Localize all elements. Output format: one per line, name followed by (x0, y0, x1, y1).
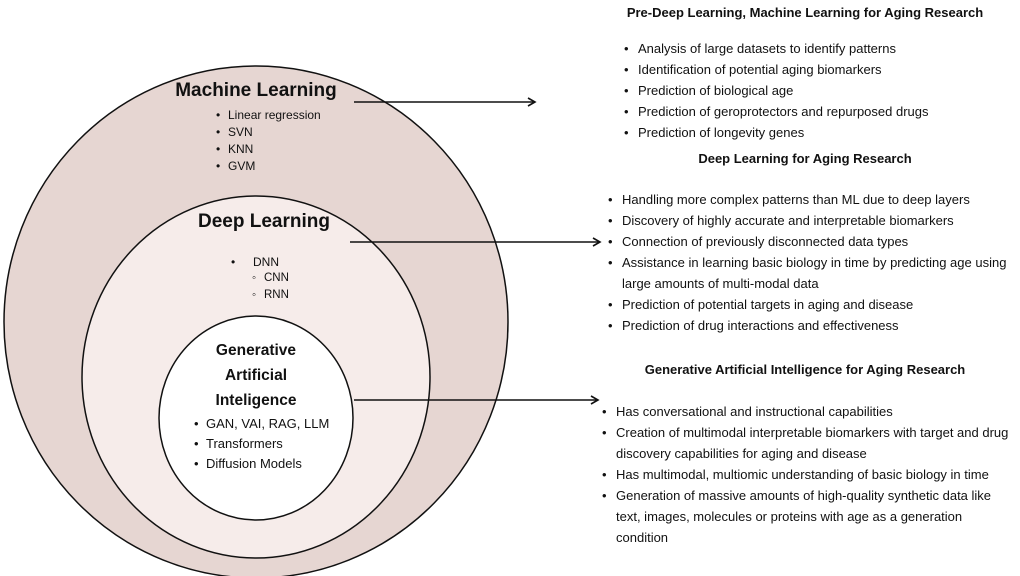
genai-title-line: Generative (215, 342, 297, 359)
section-item: Discovery of highly accurate and interpr… (608, 210, 1013, 231)
genai-item: Transformers (194, 434, 329, 454)
genai-item: Diffusion Models (194, 454, 329, 474)
ml-title: Machine Learning (175, 80, 337, 101)
section-item: Prediction of geroprotectors and repurpo… (624, 101, 929, 122)
ml-item: Linear regression (216, 107, 321, 124)
section-item: Handling more complex patterns than ML d… (608, 189, 1013, 210)
section-item: Has conversational and instructional cap… (602, 401, 1014, 422)
ml-item: KNN (216, 141, 321, 158)
dl-subitem: RNN (252, 287, 289, 304)
ml-item: SVN (216, 124, 321, 141)
ml-item: GVM (216, 158, 321, 175)
section-item: Generation of massive amounts of high-qu… (602, 485, 1014, 548)
section-item: Connection of previously disconnected da… (608, 231, 1013, 252)
dl-subitem: CNN (252, 270, 289, 287)
dl-item-label: DNN (253, 255, 279, 269)
ml-list: Linear regression SVN KNN GVM (216, 107, 321, 175)
section-title-ml: Pre-Deep Learning, Machine Learning for … (626, 5, 984, 20)
dl-list: DNN (231, 254, 279, 271)
section-item: Prediction of drug interactions and effe… (608, 315, 1013, 336)
section-item: Assistance in learning basic biology in … (608, 252, 1013, 294)
genai-title: Generative Artificial Inteligence (176, 338, 336, 413)
section-item: Identification of potential aging biomar… (624, 59, 929, 80)
section-title-dl: Deep Learning for Aging Research (698, 151, 912, 166)
dl-sublist: CNN RNN (252, 270, 289, 304)
section-item: Prediction of longevity genes (624, 122, 929, 143)
dl-item: DNN (231, 254, 279, 271)
section-item: Creation of multimodal interpretable bio… (602, 422, 1014, 464)
dl-title: Deep Learning (198, 211, 330, 232)
section-list-genai: Has conversational and instructional cap… (602, 401, 1014, 548)
section-item: Has multimodal, multiomic understanding … (602, 464, 1014, 485)
genai-list: GAN, VAI, RAG, LLM Transformers Diffusio… (194, 414, 329, 474)
section-list-dl: Handling more complex patterns than ML d… (608, 189, 1013, 336)
section-item: Prediction of biological age (624, 80, 929, 101)
genai-title-line: Inteligence (215, 392, 297, 409)
section-list-ml: Analysis of large datasets to identify p… (624, 38, 929, 143)
section-item: Analysis of large datasets to identify p… (624, 38, 929, 59)
section-item: Prediction of potential targets in aging… (608, 294, 1013, 315)
genai-item: GAN, VAI, RAG, LLM (194, 414, 329, 434)
genai-title-line: Artificial (224, 367, 287, 384)
section-title-genai: Generative Artificial Intelligence for A… (644, 362, 966, 377)
